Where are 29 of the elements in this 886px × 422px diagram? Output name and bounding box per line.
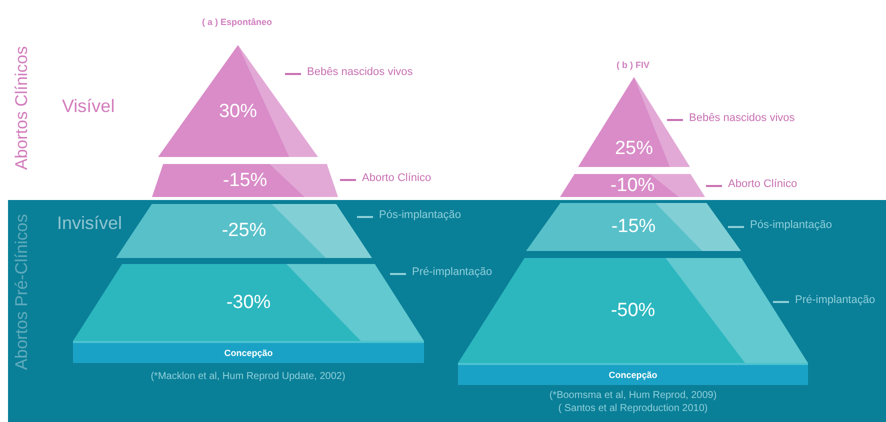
percentage-label: -10% [610,174,655,196]
percentage-label: -15% [611,216,656,238]
vertical-label: Abortos Clínicos [12,46,32,170]
percentage-label: -25% [222,220,266,242]
citation: ( Santos et al Reproduction 2010) [558,403,708,414]
side-label: Aborto Clínico [362,172,432,184]
side-label: Bebês nascidos vivos [689,112,795,124]
side-label: Pré-implantação [412,266,492,278]
region-label: Visível [62,96,115,117]
panel-title: ( a ) Espontâneo [202,17,272,27]
side-label: Pós-implantação [379,209,461,221]
percentage-label: -50% [610,300,656,322]
base-bar [458,363,808,385]
side-label: Pré-implantação [795,294,876,306]
side-label: Aborto Clínico [728,178,798,190]
base-label: Concepção [224,348,273,358]
percentage-label: 25% [614,138,654,160]
vertical-label: Abortos Pré-Clínicos [12,214,32,370]
side-label: Pós-implantação [750,219,832,231]
panel-title: ( b ) FIV [616,60,650,70]
base-label: Concepção [608,370,658,380]
background-band [8,200,886,422]
region-label: Invisível [57,213,122,234]
percentage-label: -15% [222,170,268,192]
percentage-label: 30% [218,101,258,124]
citation: (*Boomsma et al, Hum Reprod, 2009) [549,390,717,401]
percentage-label: -30% [226,292,271,314]
side-label: Bebês nascidos vivos [307,66,413,78]
base-bar [73,341,424,363]
